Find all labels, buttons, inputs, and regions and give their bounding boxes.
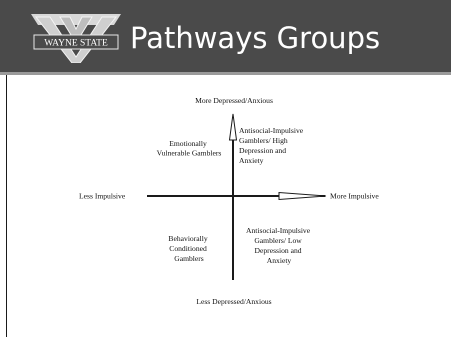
axis-label-right: More Impulsive	[330, 192, 379, 201]
group-upper-left: Emotionally Vulnerable Gamblers	[157, 139, 222, 158]
title-bar: WAYNE STATE Pathways Groups	[0, 0, 451, 72]
left-border-line	[6, 75, 7, 337]
group-lower-right: Antisocial-Impulsive Gamblers/ Low Depre…	[246, 226, 312, 265]
svg-text:WAYNE STATE: WAYNE STATE	[44, 39, 108, 49]
horizontal-axis-arrowhead	[278, 191, 327, 201]
group-upper-right: Antisocial-Impulsive Gamblers/ High Depr…	[239, 126, 305, 165]
header-divider	[0, 72, 451, 75]
axis-label-top: More Depressed/Anxious	[195, 96, 273, 105]
group-lower-left: Behaviorally Conditioned Gamblers	[168, 234, 209, 263]
wayne-state-logo: WAYNE STATE	[31, 14, 121, 63]
axis-label-bottom: Less Depressed/Anxious	[196, 297, 271, 306]
vertical-axis-arrowhead	[228, 113, 238, 141]
slide-title: Pathways Groups	[130, 21, 381, 55]
axis-label-left: Less Impulsive	[79, 192, 126, 201]
